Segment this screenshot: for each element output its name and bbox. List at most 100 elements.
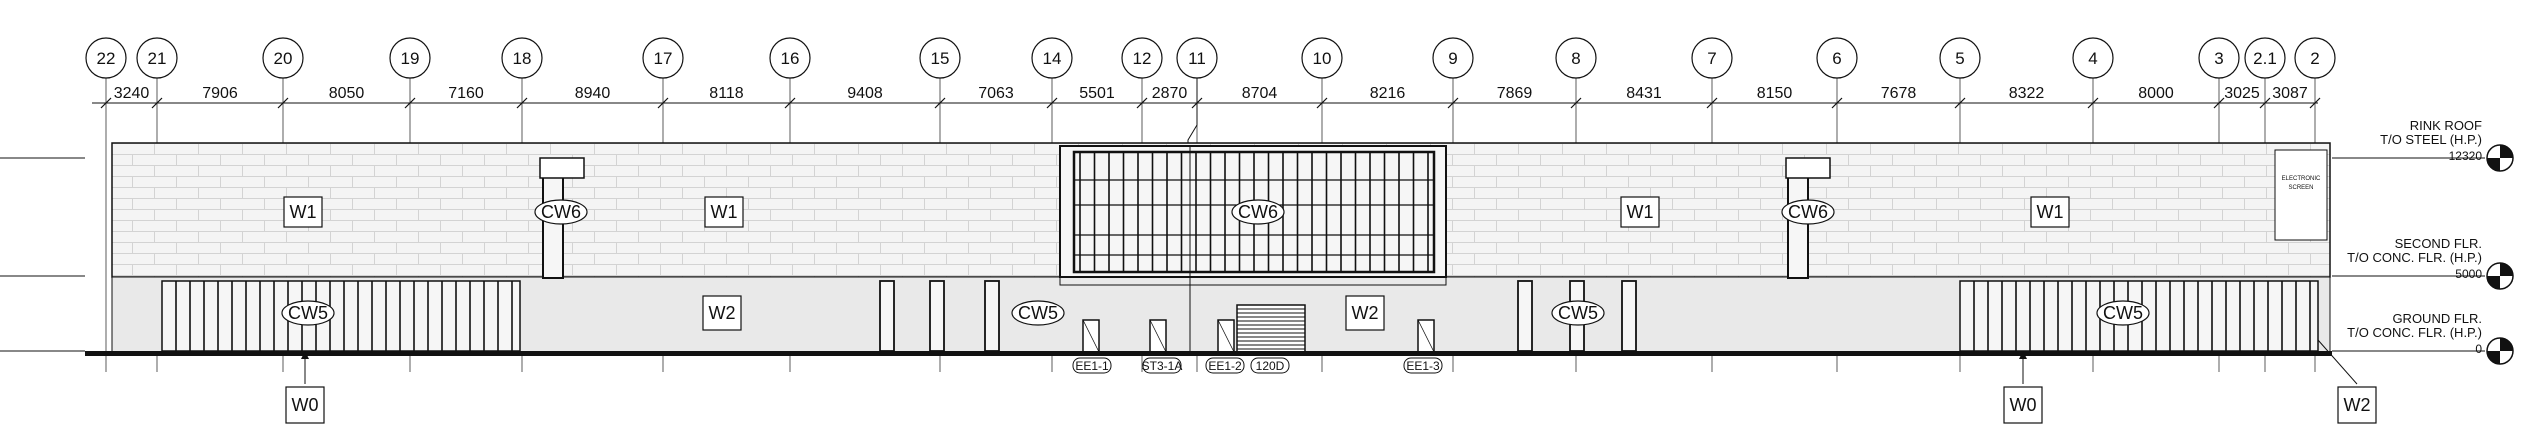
grid-label: 19 — [401, 49, 420, 68]
central-mullions — [1074, 146, 1434, 354]
grid-bubble — [2198, 37, 2240, 79]
grid-label: 6 — [1832, 49, 1841, 68]
box-tag — [704, 196, 744, 228]
cw6-strip-right-head — [1785, 157, 1831, 179]
dimension-tick — [1046, 97, 1058, 109]
grid-bubble — [1301, 37, 1343, 79]
dimension-tick — [277, 97, 289, 109]
dimension-tick — [1447, 97, 1459, 109]
grid-bubble — [1121, 37, 1163, 79]
grid-label: 4 — [2088, 49, 2097, 68]
level-symbol-fill — [2500, 263, 2513, 276]
building-elevation — [85, 142, 2332, 356]
dimension-value: 8118 — [709, 85, 744, 102]
dimension-value: 8150 — [1757, 85, 1793, 102]
dimension-tick — [934, 97, 946, 109]
window-pane — [1517, 280, 1533, 352]
dimension-value: 2870 — [1152, 85, 1188, 102]
door-tag-label: ST3-1A — [1142, 359, 1183, 373]
tag-label: W0 — [292, 395, 319, 415]
grid-label: 9 — [1448, 49, 1457, 68]
dimension-value: 8704 — [1242, 85, 1278, 102]
dimension-tick — [784, 97, 796, 109]
tag-label: CW6 — [1788, 202, 1828, 222]
dimension-value: 8431 — [1626, 85, 1662, 102]
grid-label: 22 — [97, 49, 116, 68]
level-subtitle: T/O CONC. FLR. (H.P.) — [2347, 250, 2482, 265]
grid-bubble — [85, 37, 127, 79]
grid-label: 8 — [1571, 49, 1580, 68]
central-base-frame — [1059, 276, 1447, 286]
grid-leader — [1187, 78, 1198, 146]
grid-bubble — [1555, 37, 1597, 79]
door-tag — [1205, 357, 1245, 374]
level-name: GROUND FLR. — [2392, 311, 2482, 326]
dimension-tick — [1954, 97, 1966, 109]
box-tag — [1345, 295, 1385, 331]
grid-label: 14 — [1043, 49, 1062, 68]
dimension-tick — [2259, 97, 2271, 109]
grid-bubble — [1432, 37, 1474, 79]
level-symbol-fill — [2500, 338, 2513, 351]
grid-label: 18 — [513, 49, 532, 68]
dimension-tick — [2087, 97, 2099, 109]
door-tag — [1072, 357, 1112, 374]
grid-label: 5 — [1955, 49, 1964, 68]
grid-label: 2.1 — [2253, 49, 2277, 68]
dimension-tick — [2309, 97, 2321, 109]
grid-bubble — [2294, 37, 2336, 79]
dimension-tick — [1570, 97, 1582, 109]
grid-label: 11 — [1188, 49, 1206, 68]
grid-label: 16 — [781, 49, 800, 68]
level-name: SECOND FLR. — [2395, 236, 2482, 251]
door-tag-label: EE1-3 — [1406, 359, 1440, 373]
grid-bubble — [1031, 37, 1073, 79]
grid-label: 3 — [2214, 49, 2223, 68]
grid-label: 17 — [654, 49, 673, 68]
dimension-tick — [1136, 97, 1148, 109]
door-tag — [1250, 357, 1290, 374]
central-curtain-wall-frame — [1072, 150, 1436, 274]
box-tag — [2003, 386, 2043, 424]
tag-label: CW6 — [1238, 202, 1278, 222]
door-tag-label: 120D — [1256, 359, 1285, 373]
door-swing — [1417, 319, 1435, 353]
tag-label: CW5 — [288, 303, 328, 323]
oval-tag — [1011, 300, 1065, 326]
tag-label: CW6 — [541, 202, 581, 222]
dimension-value: 8050 — [329, 85, 365, 102]
dimension-value: 7063 — [978, 85, 1014, 102]
dimension-value: 5501 — [1079, 85, 1115, 102]
oval-tag — [1231, 199, 1285, 225]
grid-bubble — [2244, 37, 2286, 79]
curtain-wall-cw5-left — [161, 280, 521, 352]
tag-label: W1 — [2037, 202, 2064, 222]
level-elevation: 5000 — [2455, 267, 2482, 281]
box-tag — [2030, 196, 2070, 228]
grid-bubble — [2072, 37, 2114, 79]
level-elevation: 12320 — [2449, 149, 2483, 163]
box-tag — [2337, 386, 2377, 424]
electronic-screen-sign — [2274, 149, 2328, 241]
tag-label: W1 — [290, 202, 317, 222]
grid-bubble — [136, 37, 178, 79]
cw6-strip-left-head — [539, 157, 585, 179]
window-pane — [1621, 280, 1637, 352]
tag-label: W2 — [709, 303, 736, 323]
level-subtitle: T/O STEEL (H.P.) — [2380, 132, 2482, 147]
grid-bubble — [919, 37, 961, 79]
grid-bubble — [389, 37, 431, 79]
dimension-tick — [657, 97, 669, 109]
door-tag — [1142, 357, 1182, 374]
box-tag — [702, 295, 742, 331]
door-tag-label: EE1-1 — [1075, 359, 1109, 373]
level-symbol-fill — [2500, 145, 2513, 158]
dimension-value: 8000 — [2138, 85, 2174, 102]
level-name: RINK ROOF — [2410, 118, 2482, 133]
grid-label: 12 — [1133, 49, 1152, 68]
dimension-value: 7869 — [1497, 85, 1533, 102]
